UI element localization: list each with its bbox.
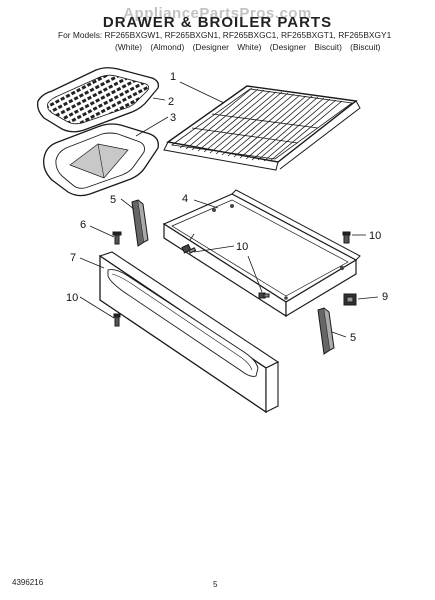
screw-10-right (342, 231, 351, 244)
screw-6 (112, 231, 122, 245)
callout-6: 6 (80, 219, 86, 231)
drawer-slide-left (131, 199, 149, 247)
screw-10-drawer (258, 292, 270, 299)
callout-5-right: 5 (350, 332, 356, 344)
callout-10-left: 10 (66, 292, 78, 304)
drawer-clip (343, 293, 357, 306)
models-numbers: RF265BXGW1, RF265BXGN1, RF265BXGC1, RF26… (104, 30, 392, 40)
page-number: 5 (213, 580, 218, 589)
drawer-body (162, 189, 361, 318)
model-list: For Models: RF265BXGW1, RF265BXGN1, RF26… (58, 29, 391, 53)
leader-lines (79, 81, 379, 338)
callout-9: 9 (382, 291, 388, 303)
document-number: 4396216 (12, 578, 44, 587)
callout-10-center: 10 (236, 241, 248, 253)
drawer-front-panel (98, 251, 280, 414)
oven-rack (163, 85, 361, 171)
callout-2: 2 (168, 96, 174, 108)
watermark: AppliancePartsPros.com (123, 5, 312, 22)
screw-10-left (113, 313, 121, 327)
callout-4: 4 (182, 193, 188, 205)
broiler-grill (36, 67, 160, 133)
drawer-slide-right (317, 307, 335, 355)
callout-7: 7 (70, 252, 76, 264)
broiler-pan (43, 123, 159, 197)
page-title: DRAWER & BROILER PARTS (102, 14, 333, 31)
callout-1: 1 (170, 71, 176, 83)
callout-3: 3 (170, 112, 176, 124)
callout-5-left: 5 (110, 194, 116, 206)
callout-10-right: 10 (369, 230, 381, 242)
models-colors: (White) (Almond) (Designer White) (Desig… (115, 42, 381, 52)
screw-10-center (181, 243, 197, 254)
models-label: For Models: (58, 30, 103, 40)
